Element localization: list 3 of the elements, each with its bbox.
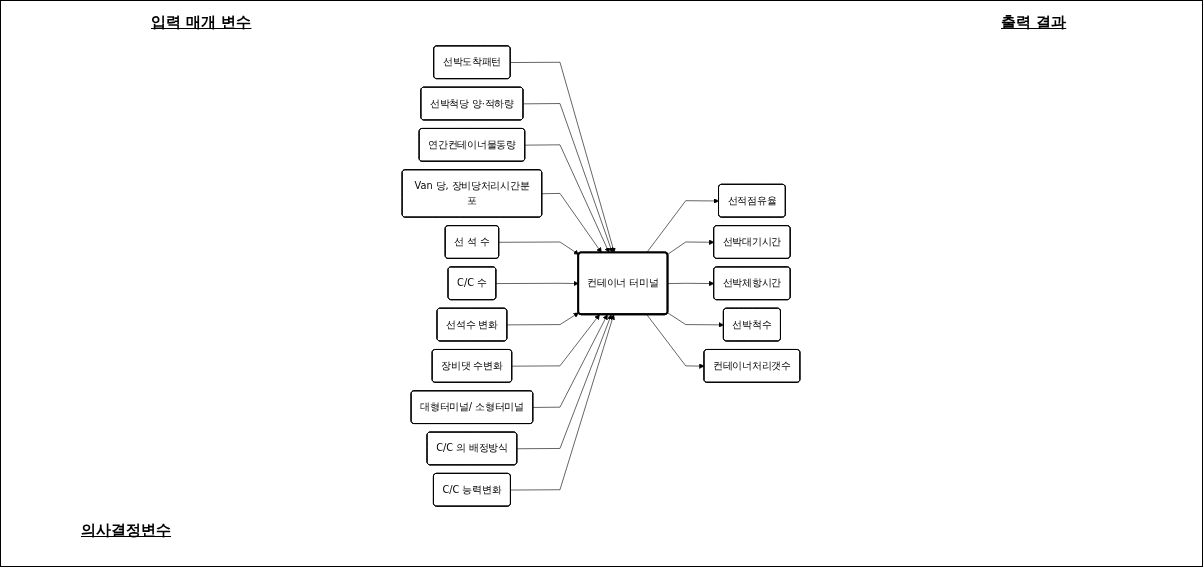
section-heading: 입력 매개 변수 (151, 13, 252, 32)
section-heading: 의사결정변수 (81, 521, 171, 540)
section-heading: 출력 결과 (1001, 13, 1067, 32)
